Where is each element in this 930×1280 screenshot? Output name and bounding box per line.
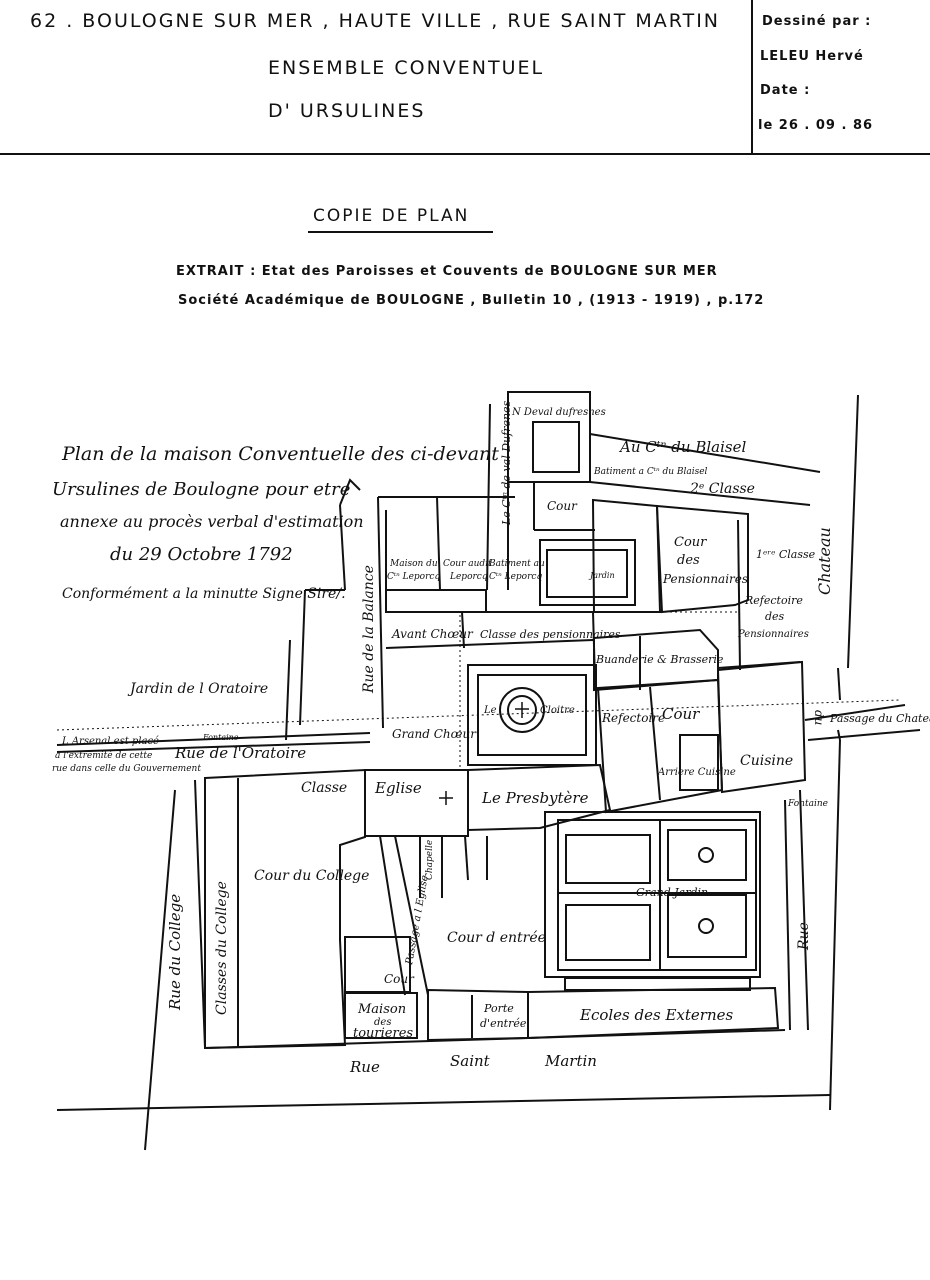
label-deuxieme-classe: 2ᵉ Classe <box>689 481 755 497</box>
label-cour-leporcq-2: Leporcq <box>449 572 488 582</box>
label-cour-pens-1: Cour <box>674 535 707 550</box>
drawn-by-name: LELEU Hervé <box>760 49 864 64</box>
title-block-divider <box>751 0 753 153</box>
copy-title-underline <box>308 231 493 233</box>
label-cour-top: Cour <box>547 499 578 513</box>
label-classe-pensionnaires: Classe des pensionnaires <box>480 628 621 641</box>
label-cloitre: Cloitre <box>540 705 575 716</box>
drawn-by-label: Dessiné par : <box>762 14 872 29</box>
label-rue-saint-martin-3: Martin <box>544 1052 597 1070</box>
plan-caption-line-1: Plan de la maison Conventuelle des ci-de… <box>61 443 499 465</box>
date-value: le 26 . 09 . 86 <box>758 118 874 133</box>
label-porte-entree-1: Porte <box>483 1002 514 1015</box>
label-cour-pens-2: des <box>677 553 700 568</box>
plan-caption-line-2: Ursulines de Boulogne pour etre <box>52 479 350 500</box>
label-rue-balance: Rue de la Balance <box>361 565 377 694</box>
label-refectoire-pens-3: Pensionnaires <box>737 629 809 640</box>
label-cour-pens-3: Pensionnaires <box>662 572 748 586</box>
label-maison-leporcq-1: Maison du <box>389 559 438 569</box>
label-cour-college: Cour du College <box>254 868 369 884</box>
label-rue-saint-martin-1: Rue <box>349 1058 380 1076</box>
plan-caption-line-5: Conformément a la minutte Signe Sire/. <box>62 586 346 602</box>
label-buanderie: Buanderie & Brasserie <box>595 653 724 666</box>
label-batiment-leporcq-1: Batiment au <box>488 559 545 569</box>
title-block: 62 . BOULOGNE SUR MER , HAUTE VILLE , RU… <box>0 0 930 155</box>
label-maison-leporcq-2: Cᵗⁿ Leporcq <box>387 572 440 582</box>
label-rue-right: Rue <box>796 922 812 951</box>
cross-symbols <box>439 702 529 805</box>
label-cen-deval: Le Cᵗⁿ de val Dufrenes <box>500 400 513 526</box>
label-classes-college: Classes du College <box>214 881 230 1015</box>
label-chapelle: Chapelle <box>425 840 435 880</box>
plan-dotted-lines <box>56 611 901 770</box>
label-au-blaisel: Au Cᵗⁿ du Blaisel <box>618 438 746 456</box>
extract-line-1: EXTRAIT : Etat des Paroisses et Couvents… <box>176 264 718 279</box>
label-arsenal-2: a l'extrémité de cette <box>55 750 152 761</box>
label-rue-saint-martin-2: Saint <box>450 1052 491 1070</box>
label-cour-entree: Cour d entrée <box>447 930 546 946</box>
label-jardin-small: Jardin <box>588 571 615 580</box>
label-cour-leporcq-1: Cour audit <box>443 559 492 569</box>
label-presbytere: Le Presbytère <box>481 789 589 807</box>
label-passage-eglise: Passage a l Eglise <box>404 874 431 966</box>
label-chateau: Chateau <box>815 527 834 595</box>
label-ecoles-externes: Ecoles des Externes <box>579 1006 733 1024</box>
plan-outlines <box>56 391 921 1151</box>
label-eglise: Eglise <box>374 779 422 797</box>
label-premiere-classe: 1ᵉʳᵉ Classe <box>756 548 816 561</box>
extract-line-2: Société Académique de BOULOGNE , Bulleti… <box>178 293 765 308</box>
label-classe: Classe <box>301 780 347 796</box>
label-maison-tourieres-3: tourieres <box>353 1026 413 1041</box>
label-porte-entree-2: d'entrée <box>480 1017 527 1030</box>
label-n-deval: N Deval dufresnes <box>511 407 606 418</box>
label-le: Le <box>483 705 497 716</box>
plan-caption-line-3: annexe au procès verbal d'estimation <box>60 512 364 531</box>
label-du: du <box>812 710 826 725</box>
plan-caption-line-4: du 29 Octobre 1792 <box>110 544 293 565</box>
label-cour-small: Cour <box>384 972 415 986</box>
label-grand-choeur: Grand Chœur <box>392 727 477 741</box>
label-avant-choeur: Avant Chœur <box>391 627 474 641</box>
label-passage-chateau: Passage du Chateau <box>829 712 930 725</box>
label-batiment-blaisel: Batiment a Cᵗⁿ du Blaisel <box>593 467 708 477</box>
label-arriere-cuisine: Arriere Cuisine <box>657 767 736 778</box>
label-arsenal-1: L Arsenal est placé <box>61 736 159 747</box>
label-rue-college: Rue du College <box>166 894 184 1011</box>
title-line-3: D' URSULINES <box>268 100 426 122</box>
label-refectoire: Refectoire <box>601 711 665 725</box>
label-cour-mid: Cour <box>662 705 700 723</box>
label-batiment-leporcq-2: Cᵗⁿ Leporcq <box>489 572 542 582</box>
title-line-1: 62 . BOULOGNE SUR MER , HAUTE VILLE , RU… <box>30 10 721 32</box>
date-label: Date : <box>760 83 811 98</box>
label-maison-tourieres-2: des <box>374 1017 391 1028</box>
label-rue-oratoire: Rue de l'Oratoire <box>174 744 306 762</box>
label-refectoire-pens-2: des <box>765 610 785 623</box>
label-cuisine: Cuisine <box>740 753 793 769</box>
label-maison-tourieres-1: Maison <box>357 1002 406 1017</box>
label-refectoire-pens-1: Refectoire <box>744 594 803 607</box>
label-grand-jardin: Grand Jardin <box>636 886 708 899</box>
title-line-2: ENSEMBLE CONVENTUEL <box>268 57 545 79</box>
label-jardin-oratoire: Jardin de l Oratoire <box>127 681 268 697</box>
label-fontaine-2: Fontaine <box>787 799 828 809</box>
label-fontaine-1: Fontaine <box>202 733 239 742</box>
copy-title: COPIE DE PLAN <box>313 206 470 226</box>
label-arsenal-3: rue dans celle du Gouvernement <box>52 764 201 774</box>
